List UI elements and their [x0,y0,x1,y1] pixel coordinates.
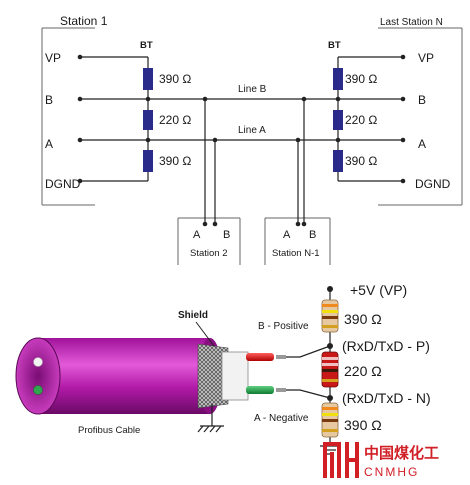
terminal-dot [202,221,208,227]
profibus-cable [15,337,249,415]
junction-dot [301,96,307,102]
bt-right-r1: 390 Ω [345,72,377,86]
station-2-drops [204,99,216,224]
bt-left-r2: 220 Ω [159,113,191,127]
last-station-box [378,27,463,206]
inner-insulation [221,351,249,401]
station-n1-pin-b: B [309,229,316,241]
resistor [333,150,343,172]
junction-dot [335,96,341,102]
station-1-label: Station 1 [60,14,108,28]
left-label-b: B [45,93,53,107]
resistor [143,150,153,172]
station-n1-label: Station N-1 [272,248,320,259]
bt-right-r2: 220 Ω [345,113,377,127]
rxn-label: (RxD/TxD - N) [342,390,431,406]
rxn-node [327,395,333,401]
station-n1-pin-a: A [283,229,291,241]
left-label-a: A [45,137,53,151]
left-wiring [80,56,149,182]
right-label-vp: VP [418,51,434,65]
ground-icon [197,404,224,433]
terminal-dot [400,178,406,184]
bt-left-r1: 390 Ω [159,72,191,86]
terminal-dot [77,178,83,184]
resistor [333,110,343,130]
b-positive-label: B - Positive [258,321,309,332]
terminal-dot [301,221,307,227]
terminal-dot [77,54,83,60]
bt-right-resistors [333,68,343,172]
resistor [333,68,343,90]
left-label-dgnd: DGND [45,177,81,191]
resistor-390-bottom [321,402,339,438]
bottom-r3-label: 390 Ω [344,417,382,433]
station-2-box [177,217,241,265]
station-2-pin-a: A [193,229,201,241]
line-a-label: Line A [238,125,266,136]
terminal-dot [295,221,301,227]
station-2-label: Station 2 [190,248,228,259]
station-2-pin-b: B [223,229,230,241]
terminal-dot [400,96,406,102]
junction-dot [295,137,301,143]
bottom-r2-label: 220 Ω [344,363,382,379]
terminal-dot [400,137,406,143]
bt-left-label: BT [140,40,153,51]
cable-label: Profibus Cable [78,425,140,436]
junction-dot [335,137,341,143]
left-label-vp: VP [45,51,61,65]
right-label-a: A [418,137,426,151]
shield-leader [195,321,215,347]
vp-label: +5V (VP) [350,282,407,298]
terminal-dot [400,54,406,60]
line-b-label: Line B [238,84,267,95]
junction-dot [212,137,218,143]
bt-left-resistors [143,68,153,172]
bt-left-r3: 390 Ω [159,154,191,168]
bottom-r1-label: 390 Ω [344,311,382,327]
a-negative-label: A - Negative [254,413,309,424]
resistor [143,68,153,90]
resistor-390-top [321,299,339,333]
resistor [143,110,153,130]
shield-label: Shield [178,310,208,321]
green-wire [246,386,274,394]
station-n1-drops [297,99,305,224]
resistor-220 [321,351,339,388]
terminal-dot [212,221,218,227]
watermark-cn: 中国煤化工 [364,444,439,462]
station-1-box [41,27,95,206]
right-label-dgnd: DGND [415,177,451,191]
bus-lines [80,98,403,141]
junction-dot [202,96,208,102]
rxp-node [327,343,333,349]
red-wire [246,353,274,361]
rxp-label: (RxD/TxD - P) [342,338,430,354]
bt-right-label: BT [328,40,341,51]
watermark-logo [323,442,359,478]
vp-node [327,286,333,292]
right-label-b: B [418,93,426,107]
bt-right-r3: 390 Ω [345,154,377,168]
last-station-label: Last Station N [380,17,443,28]
watermark-en: CNMHG [364,465,419,479]
braid-shield [197,343,229,409]
